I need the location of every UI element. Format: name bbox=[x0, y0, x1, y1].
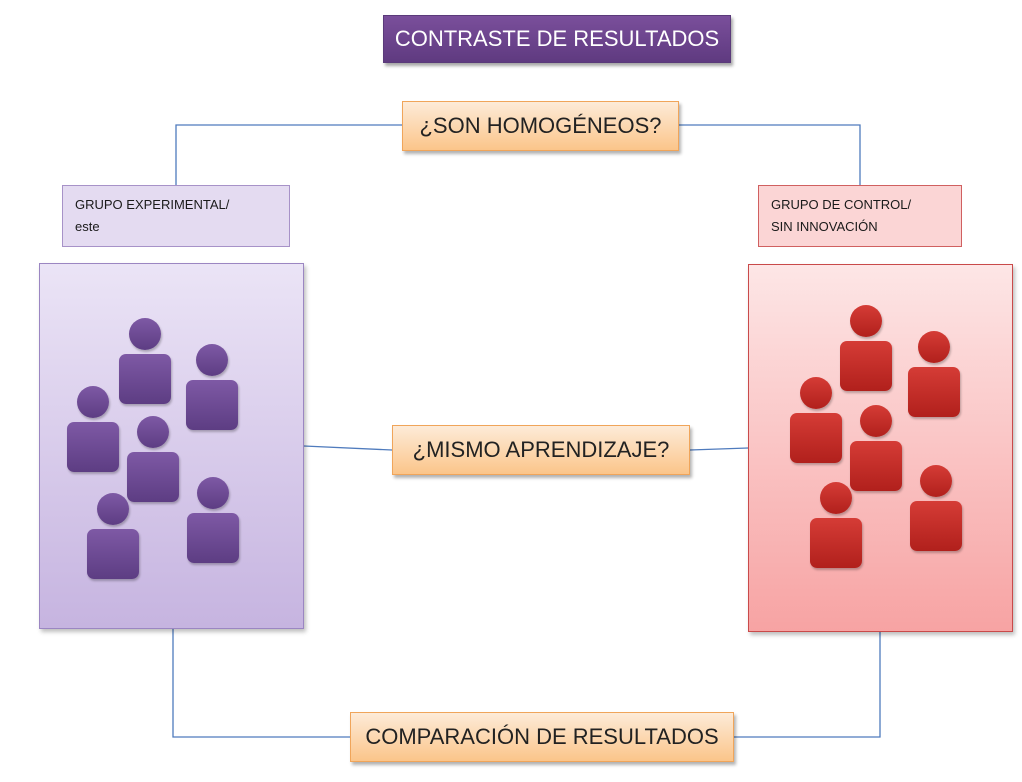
person-icon bbox=[840, 305, 892, 391]
person-icon bbox=[790, 377, 842, 463]
experimental-group-panel bbox=[39, 263, 304, 629]
diagram-title: CONTRASTE DE RESULTADOS bbox=[383, 15, 731, 63]
person-icon bbox=[186, 344, 238, 430]
control-group-label-line2: SIN INNOVACIÓN bbox=[771, 219, 878, 234]
person-icon bbox=[67, 386, 119, 472]
connector-bottom-right bbox=[734, 632, 881, 738]
control-group-label: GRUPO DE CONTROL/ SIN INNOVACIÓN bbox=[758, 185, 962, 247]
person-icon bbox=[850, 405, 902, 491]
person-icon bbox=[119, 318, 171, 404]
person-icon bbox=[908, 331, 960, 417]
person-icon bbox=[810, 482, 862, 568]
connector-middle-right bbox=[689, 447, 749, 451]
control-group-panel bbox=[748, 264, 1013, 632]
experimental-group-label-line1: GRUPO EXPERIMENTAL/ bbox=[75, 197, 230, 212]
control-group-label-line1: GRUPO DE CONTROL/ bbox=[771, 197, 912, 212]
connector-top-right bbox=[679, 124, 861, 185]
person-icon bbox=[910, 465, 962, 551]
connector-middle-left bbox=[303, 445, 393, 451]
connector-bottom-left bbox=[172, 629, 350, 738]
experimental-group-label: GRUPO EXPERIMENTAL/ este bbox=[62, 185, 290, 247]
person-icon bbox=[87, 493, 139, 579]
connector-top-left bbox=[175, 124, 402, 185]
experimental-group-label-line2: este bbox=[75, 219, 100, 234]
question-homogeneous: ¿SON HOMOGÉNEOS? bbox=[402, 101, 679, 151]
person-icon bbox=[187, 477, 239, 563]
question-same-learning: ¿MISMO APRENDIZAJE? bbox=[392, 425, 690, 475]
results-comparison-box: COMPARACIÓN DE RESULTADOS bbox=[350, 712, 734, 762]
person-icon bbox=[127, 416, 179, 502]
